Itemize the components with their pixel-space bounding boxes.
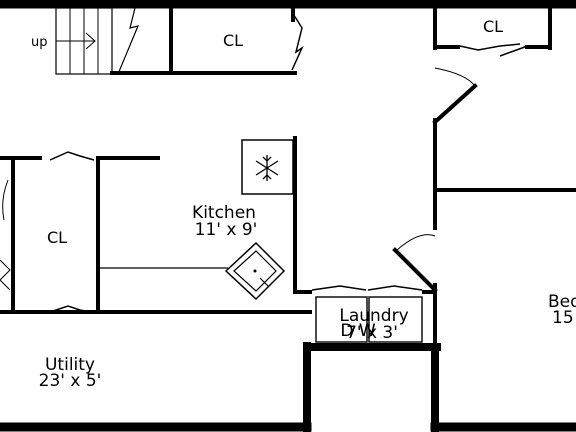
snowflake-icon (255, 155, 279, 181)
closet-left-swing (2, 179, 9, 221)
bifold-door-top-right-leaf (499, 45, 528, 57)
bifold-door-laundry-left[interactable] (311, 285, 367, 291)
utility-size: 23' x 5' (39, 371, 102, 391)
closet-top-left-label: CL (223, 31, 243, 50)
kitchen-size: 11' x 9' (195, 220, 258, 240)
door-lower-leaf[interactable] (392, 247, 438, 293)
door-lower-swing (396, 234, 436, 251)
laundry-appliances: D W (340, 321, 375, 341)
bifold-door-laundry-right[interactable] (367, 285, 423, 291)
bifold-door-top-left[interactable] (291, 11, 304, 71)
laundry-size: 7' x 3' (346, 323, 398, 343)
staircase (55, 7, 140, 75)
refrigerator (241, 139, 294, 195)
door-upper-leaf[interactable] (432, 83, 478, 125)
washer (368, 296, 423, 343)
stair-fragment (0, 259, 11, 291)
laundry-name: Laundry (339, 306, 408, 326)
door-upper-swing (434, 67, 476, 87)
dryer (315, 296, 368, 343)
bifold-door-top-right[interactable] (459, 43, 521, 51)
closet-top-right-label: CL (483, 17, 503, 36)
kitchen-name: Kitchen (192, 203, 256, 223)
bifold-door-left-top[interactable] (49, 151, 95, 161)
bedroom-size: 15 (552, 308, 574, 328)
sink-icon (224, 241, 286, 301)
bedroom-name: Bed (548, 292, 576, 312)
closet-left-label: CL (47, 228, 67, 247)
utility-name: Utility (45, 355, 95, 375)
stair-label: up (31, 35, 48, 50)
